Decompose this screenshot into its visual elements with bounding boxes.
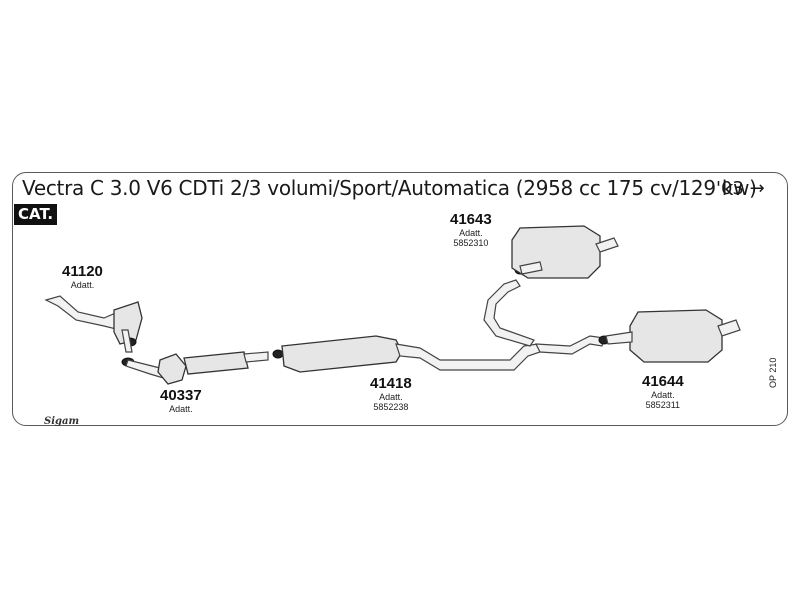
cat-pipe-40337 [121,351,269,385]
side-code: OP 210 [768,357,778,388]
part-number: 41644 [642,373,684,390]
part-code: 5852310 [453,238,489,248]
label-41643: 41643 Adatt. 5852310 [450,211,492,249]
rear-pipe-branch [483,279,605,355]
part-note: Adatt. [169,404,193,414]
label-40337: 40337 Adatt. [160,387,202,415]
front-pipe-41120 [44,295,143,353]
part-number: 41418 [370,375,412,392]
part-note: Adatt. [459,228,483,238]
diagram-frame [12,172,788,426]
part-number: 41643 [450,211,492,228]
part-note: Adatt. [70,280,95,290]
middle-silencer-41418 [272,335,541,373]
label-41418: 41418 Adatt. 5852238 [370,375,412,413]
label-41120: 41120 Adatt. [62,263,103,291]
label-41644: 41644 Adatt. 5852311 [642,373,684,411]
part-number: 41120 [62,263,103,280]
year-label: '03 → [716,178,765,199]
rear-silencer-41644 [598,309,741,363]
part-code: 5852238 [373,402,409,412]
part-note: Adatt. [651,390,675,400]
part-number: 40337 [160,387,202,404]
cat-badge: CAT. [14,204,58,225]
part-note: Adatt. [379,392,403,402]
part-code: 5852311 [645,400,681,410]
brand-logo: Sigam [44,416,80,427]
vehicle-title: Vectra C 3.0 V6 CDTi 2/3 volumi/Sport/Au… [22,176,757,200]
rear-silencer-41643 [511,225,619,279]
